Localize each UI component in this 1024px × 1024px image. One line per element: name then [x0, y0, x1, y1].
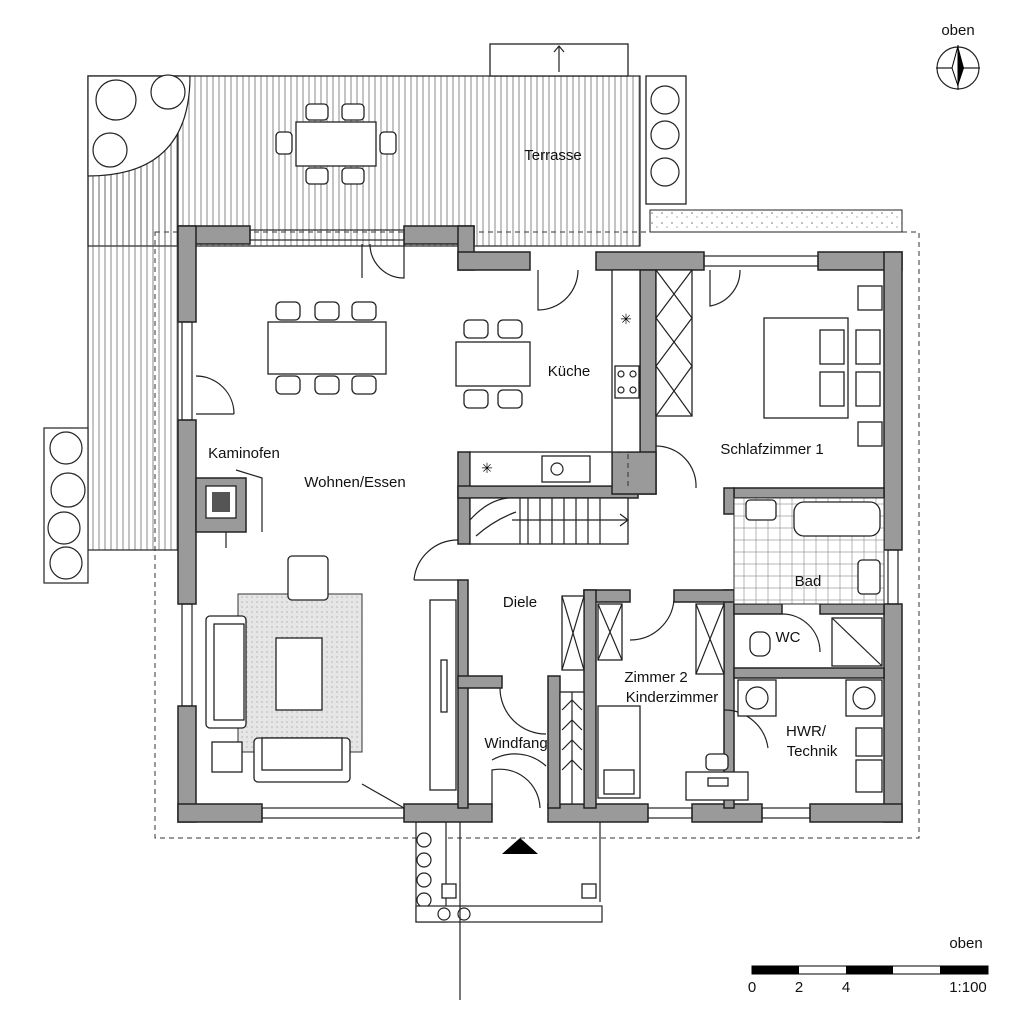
- label-hwr: HWR/: [786, 723, 827, 740]
- label-terrasse: Terrasse: [524, 147, 582, 164]
- utility-room: [737, 679, 883, 793]
- exterior-walls: [177, 225, 903, 823]
- north-arrow: oben: [936, 22, 980, 90]
- wardrobes: [559, 269, 725, 805]
- entrance: [441, 822, 601, 1000]
- stairs: [469, 497, 629, 545]
- scale-heading: oben: [949, 935, 982, 952]
- kitchen: ✳ ✳: [469, 269, 641, 487]
- living-area: [205, 555, 457, 791]
- shrubs: [43, 74, 680, 923]
- bedroom: [763, 285, 883, 447]
- label-bad: Bad: [795, 573, 822, 590]
- scale-ratio: 1:100: [949, 979, 987, 996]
- scale-tick-0: 0: [748, 979, 756, 996]
- label-wohnen-essen: Wohnen/Essen: [304, 474, 405, 491]
- windows: [181, 229, 899, 819]
- label-wc: WC: [776, 629, 801, 646]
- label-kinderzimmer: Kinderzimmer: [626, 689, 719, 706]
- label-schlafzimmer: Schlafzimmer 1: [720, 441, 823, 458]
- label-kaminofen: Kaminofen: [208, 445, 280, 462]
- child-room: [597, 705, 749, 801]
- scale-tick-2: 2: [795, 979, 803, 996]
- fireplace: [195, 469, 263, 548]
- scale-bar: oben 0 2 4 1:100: [748, 935, 989, 996]
- label-technik: Technik: [787, 743, 838, 760]
- label-zimmer2: Zimmer 2: [624, 669, 687, 686]
- svg-text:✳: ✳: [481, 460, 493, 476]
- north-label: oben: [941, 22, 974, 39]
- bathroom: [733, 497, 885, 667]
- label-diele: Diele: [503, 594, 537, 611]
- label-kueche: Küche: [548, 363, 591, 380]
- dining-table: [267, 301, 531, 409]
- terrace-table: [275, 103, 397, 185]
- svg-text:✳: ✳: [620, 311, 632, 327]
- scale-tick-4: 4: [842, 979, 850, 996]
- label-windfang: Windfang: [484, 735, 547, 752]
